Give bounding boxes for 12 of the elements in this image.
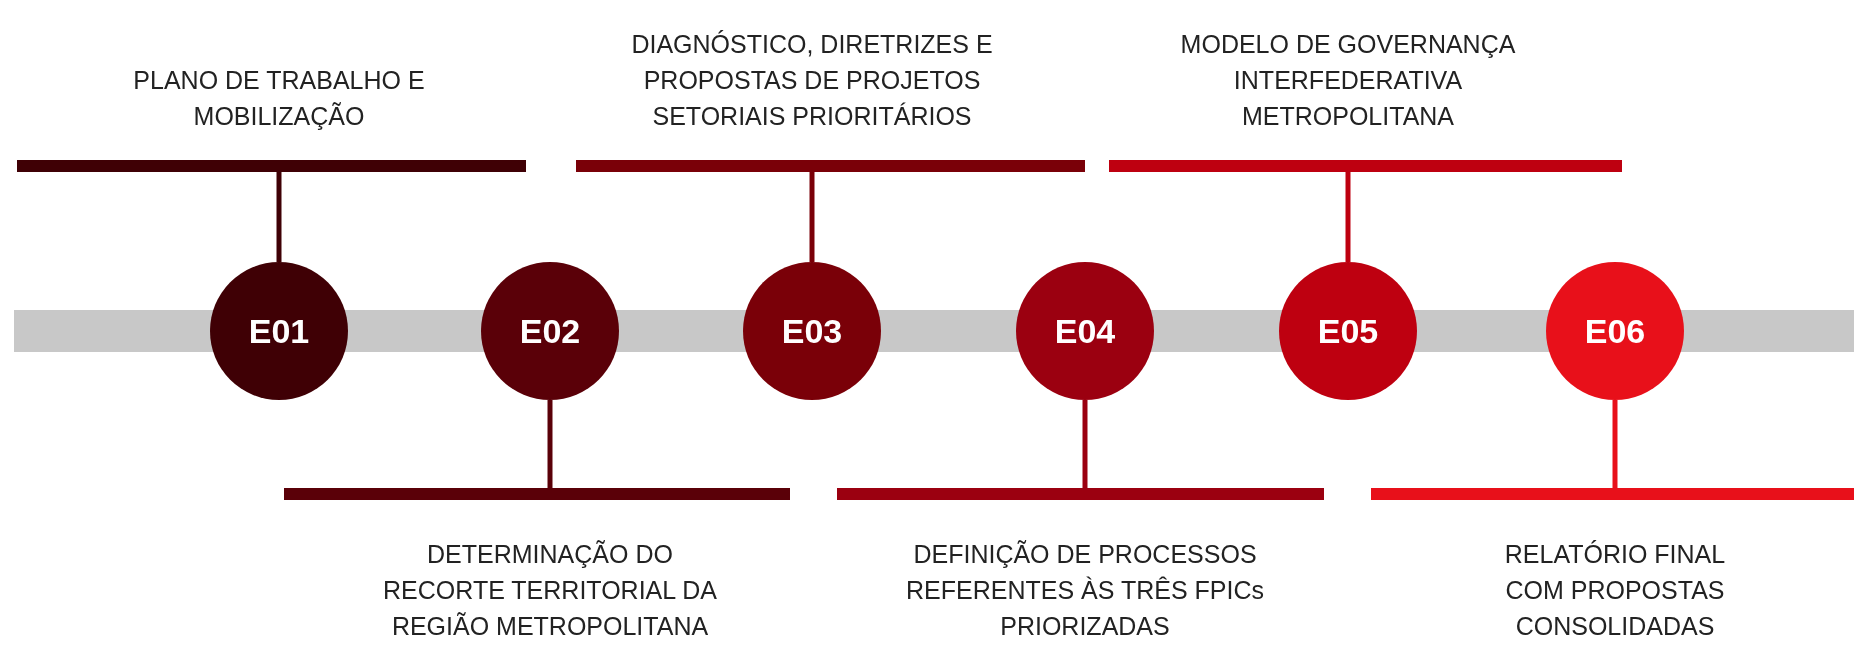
phase-title: DIAGNÓSTICO, DIRETRIZES E PROPOSTAS DE PROJETOS SETORIAIS PRIORITÁRIOS bbox=[630, 29, 994, 132]
connector-line bbox=[1612, 400, 1618, 488]
phase-title: DEFINIÇÃO DE PROCESSOS REFERENTES ÀS TRÊS FPICs PRIORIZADAS bbox=[905, 539, 1265, 642]
phase-title: DETERMINAÇÃO DO RECORTE TERRITORIAL DA REGIÃO METROPOLITANA bbox=[382, 539, 718, 642]
connector-line bbox=[276, 172, 282, 262]
phase-title: MODELO DE GOVERNANÇA INTERFEDERATIVA METROPOLITANA bbox=[1179, 29, 1517, 132]
connector-line bbox=[1345, 172, 1351, 262]
connector-line bbox=[1082, 400, 1088, 488]
phase-title: RELATÓRIO FINAL COM PROPOSTAS CONSOLIDADAS bbox=[1503, 539, 1727, 642]
connector-line bbox=[547, 400, 553, 488]
phase-title: PLANO DE TRABALHO E MOBILIZAÇÃO bbox=[132, 65, 426, 132]
connector-line bbox=[809, 172, 815, 262]
